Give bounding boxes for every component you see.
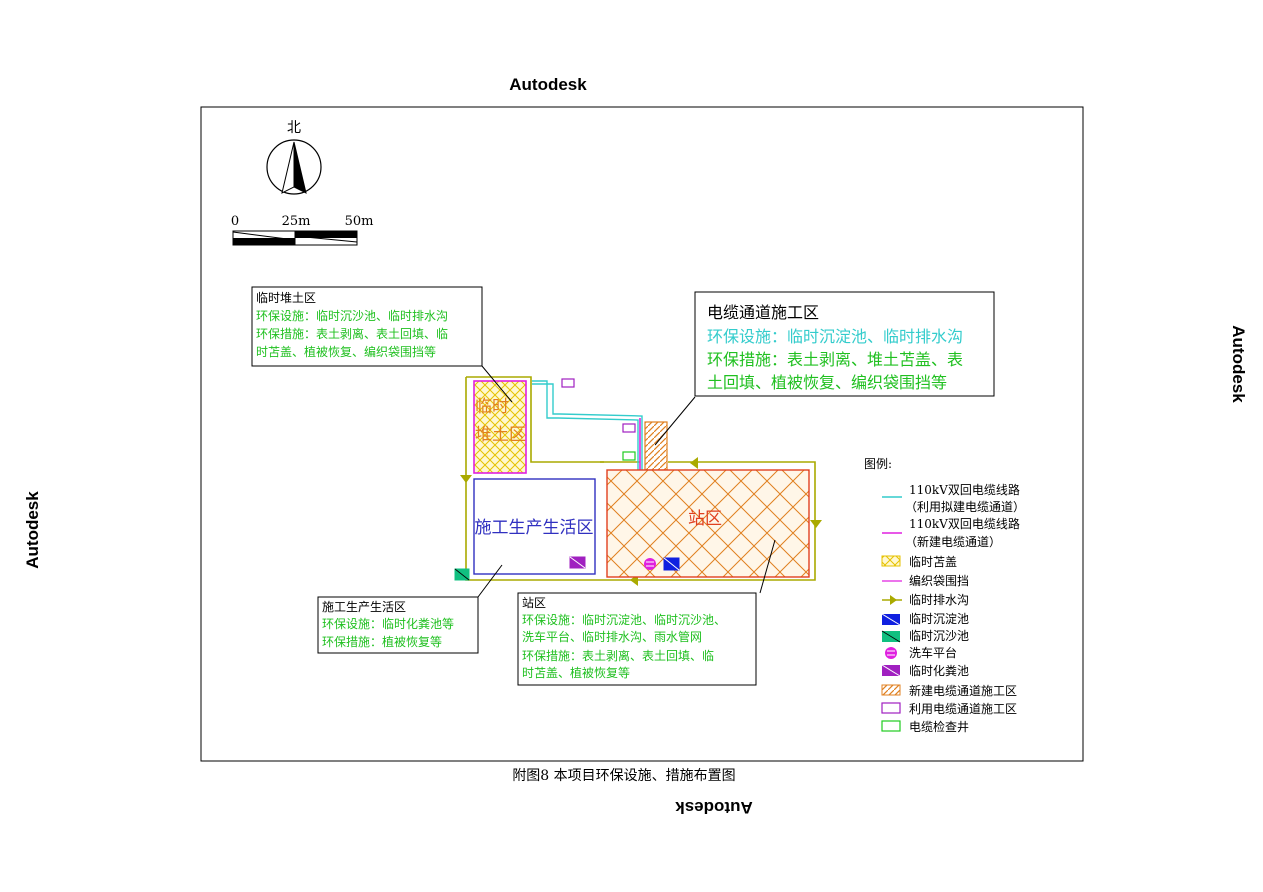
station-area-label: 站区 — [688, 509, 722, 529]
scale-tick-25m: 25m — [282, 214, 311, 229]
temp-pile-area — [473, 380, 527, 474]
legend-sand-trap-icon — [881, 630, 901, 643]
legend-item-12: 电缆检查井 — [909, 719, 969, 734]
legend-item-11: 利用电缆通道施工区 — [909, 702, 1017, 716]
station-area — [606, 469, 810, 578]
north-label: 北 — [287, 120, 301, 136]
septic-tank-icon — [569, 556, 586, 569]
watermark-left: Autodesk — [23, 491, 42, 569]
drain-arrow-2 — [810, 520, 822, 528]
legend-drain-arrow-icon — [882, 595, 902, 605]
callout-temp-pile-facility: 环保设施：临时沉沙池、临时排水沟 — [256, 309, 448, 323]
sand-trap-icon — [454, 568, 470, 581]
callout-temp-pile: 临时堆土区 环保设施：临时沉沙池、临时排水沟 环保措施：表土剥离、表土回填、临 … — [251, 286, 483, 367]
callout-living-title: 施工生产生活区 — [322, 600, 406, 614]
callout-station-measure-1: 环保措施：表土剥离、表土回填、临 — [522, 648, 714, 663]
legend-new-cable-zone-icon — [881, 684, 901, 696]
drain-arrow-1 — [460, 475, 472, 483]
legend-item-5: 临时排水沟 — [909, 593, 969, 607]
legend-item-8: 洗车平台 — [909, 645, 957, 660]
legend-item-9: 临时化粪池 — [909, 664, 969, 678]
legend-wash-platform-icon — [885, 647, 897, 659]
callout-living: 施工生产生活区 环保设施：临时化粪池等 环保措施：植被恢复等 — [317, 596, 479, 654]
legend-title: 图例: — [864, 457, 892, 471]
legend-existing-cable-zone-icon — [881, 702, 901, 714]
callout-cable-title: 电缆通道施工区 — [707, 303, 819, 322]
legend-item-7: 临时沉沙池 — [909, 629, 969, 643]
callout-living-facility: 环保设施：临时化粪池等 — [322, 617, 454, 631]
legend-item-4: 编织袋围挡 — [909, 573, 969, 588]
callout-cable-measure-1: 环保措施：表土剥离、堆土苫盖、表 — [707, 350, 963, 369]
callout-station: 站区 环保设施：临时沉淀池、临时沉沙池、 洗车平台、临时排水沟、雨水管网 环保措… — [517, 592, 757, 686]
wash-platform-icon — [644, 558, 656, 570]
scale-tick-0: 0 — [231, 214, 239, 229]
callout-cable-measure-2: 土回填、植被恢复、编织袋围挡等 — [707, 373, 947, 392]
drain-arrow-3 — [690, 457, 698, 469]
callout-station-measure-2: 时苫盖、植被恢复等 — [522, 665, 630, 680]
watermark-right: Autodesk — [1229, 325, 1248, 403]
callout-station-facility-2: 洗车平台、临时排水沟、雨水管网 — [522, 629, 702, 644]
callout-temp-pile-title: 临时堆土区 — [256, 291, 316, 305]
legend-inspection-well-icon — [881, 720, 901, 732]
watermark-top: Autodesk — [509, 75, 587, 94]
leader-lines — [477, 365, 776, 598]
cable-route-existing-2 — [532, 383, 643, 470]
callout-cable-facility: 环保设施：临时沉淀池、临时排水沟 — [707, 327, 963, 346]
legend-item-2-line1: 110kV双回电缆线路 — [909, 516, 1020, 531]
temp-pile-label-1: 临时 — [475, 397, 509, 417]
legend-item-6: 临时沉淀池 — [909, 612, 969, 626]
new-cable-zone — [644, 421, 668, 471]
inspection-well-box — [622, 451, 636, 461]
legend-sediment-tank-icon — [881, 613, 901, 626]
watermark-bottom: Autodesk — [675, 798, 753, 817]
figure-caption: 附图8 本项目环保设施、措施布置图 — [512, 768, 735, 784]
north-arrow: 北 — [266, 120, 322, 195]
callout-station-title: 站区 — [522, 596, 546, 610]
callout-cable: 电缆通道施工区 环保设施：临时沉淀池、临时排水沟 环保措施：表土剥离、堆土苫盖、… — [694, 291, 995, 397]
cable-route-existing — [532, 380, 639, 470]
legend-item-1-line2: （利用拟建电缆通道） — [905, 500, 1025, 514]
legend-septic-tank-icon — [881, 664, 901, 677]
drawing-frame — [200, 106, 1084, 762]
scale-bar: 0 25m 50m — [231, 214, 374, 246]
drainage-boundary — [465, 376, 816, 581]
north-arrow-black-half — [293, 141, 307, 194]
living-area-label: 施工生产生活区 — [475, 518, 594, 538]
legend-yellow-crosshatch-icon — [881, 555, 901, 567]
callout-temp-pile-measure-2: 时苫盖、植被恢复、编织袋围挡等 — [256, 344, 436, 359]
legend: 图例: 110kV双回电缆线路 （利用拟建电缆通道） 110kV双回电缆线路 （… — [864, 457, 1025, 734]
legend-item-2-line2: （新建电缆通道） — [905, 534, 1001, 549]
callout-living-measure: 环保措施：植被恢复等 — [322, 634, 442, 649]
temp-pile-label-2: 堆土区 — [475, 425, 526, 445]
callout-temp-pile-measure-1: 环保措施：表土剥离、表土回填、临 — [256, 326, 448, 341]
legend-item-3: 临时苫盖 — [909, 555, 957, 569]
existing-cable-zone-box-2 — [622, 423, 636, 433]
sediment-tank-icon — [663, 557, 680, 571]
scale-tick-50m: 50m — [345, 214, 374, 229]
existing-cable-zone-box-1 — [561, 378, 575, 388]
legend-item-1-line1: 110kV双回电缆线路 — [909, 482, 1020, 497]
callout-station-facility-1: 环保设施：临时沉淀池、临时沉沙池、 — [522, 613, 726, 627]
legend-item-10: 新建电缆通道施工区 — [909, 683, 1017, 698]
